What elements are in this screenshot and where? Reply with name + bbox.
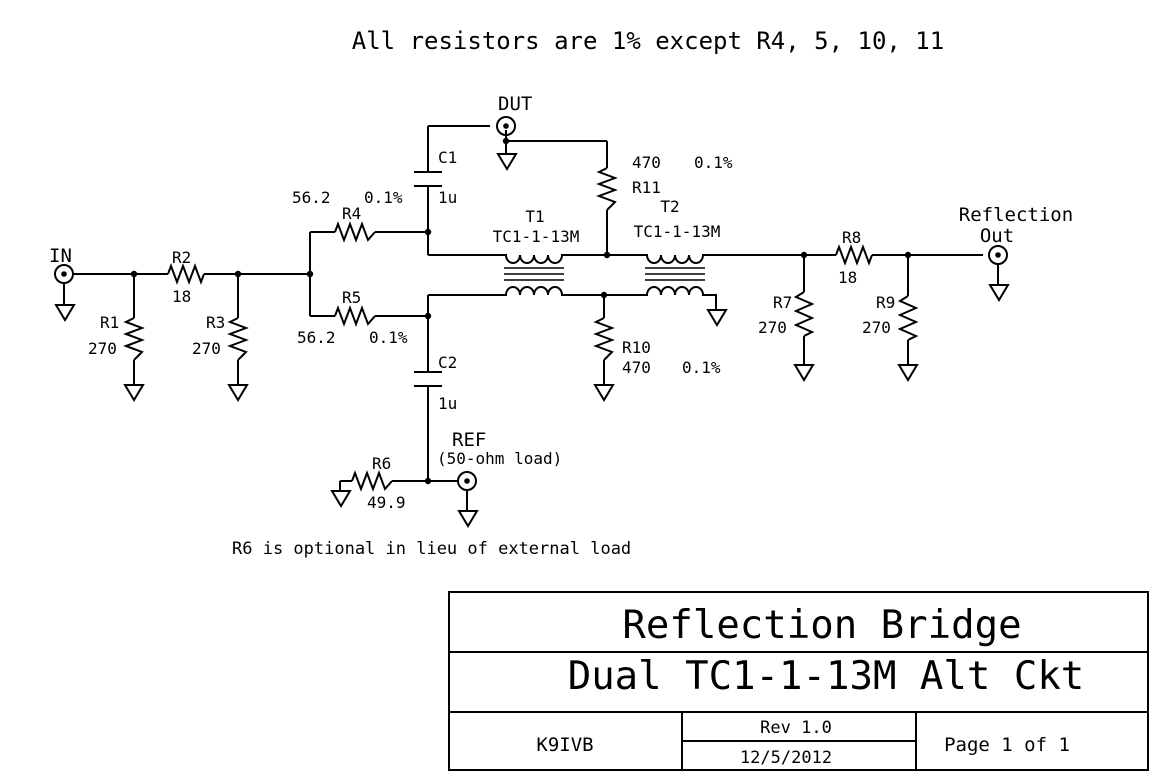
r4-tol: 0.1%: [364, 188, 403, 207]
r9-value: 270: [862, 318, 891, 337]
r7-value: 270: [758, 318, 787, 337]
title-block-rev: Rev 1.0: [760, 718, 832, 738]
r5-symbol: [334, 305, 376, 327]
r10-ref: R10: [622, 338, 651, 357]
r11-symbol: [596, 167, 618, 211]
ref-connector-icon: [457, 471, 477, 491]
r10-value: 470: [622, 358, 651, 377]
c2-ref: C2: [438, 353, 457, 372]
ground-icon: [228, 384, 248, 401]
r1-value: 270: [88, 339, 117, 358]
ground-icon: [458, 510, 478, 527]
ground-icon: [794, 364, 814, 381]
dut-label: DUT: [498, 93, 532, 115]
r1-ref: R1: [100, 313, 119, 332]
r8-symbol: [835, 244, 873, 266]
ground-icon: [989, 284, 1009, 301]
ground-icon: [898, 364, 918, 381]
r4-symbol: [334, 221, 376, 243]
t2-value: TC1-1-13M: [634, 222, 721, 241]
ground-icon: [707, 309, 727, 326]
r8-value: 18: [838, 268, 857, 287]
r7-ref: R7: [773, 293, 792, 312]
in-label: IN: [49, 245, 72, 267]
note-top: All resistors are 1% except R4, 5, 10, 1…: [352, 27, 944, 55]
r4-value: 56.2: [292, 188, 331, 207]
ground-icon: [594, 384, 614, 401]
r6-value: 49.9: [367, 493, 406, 512]
r9-ref: R9: [876, 293, 895, 312]
ground-icon: [124, 384, 144, 401]
r1-symbol: [123, 317, 145, 361]
t1-ref: T1: [525, 207, 544, 226]
r11-ref: R11: [632, 178, 661, 197]
r6-symbol: [351, 470, 393, 492]
title-block-date: 12/5/2012: [740, 748, 832, 768]
title-block-page: Page 1 of 1: [944, 734, 1070, 756]
note-bottom: R6 is optional in lieu of external load: [232, 539, 631, 559]
r2-symbol: [167, 263, 205, 285]
c1-value: 1u: [438, 188, 457, 207]
r3-symbol: [227, 317, 249, 361]
title-block-title: Reflection Bridge: [622, 603, 1021, 648]
r11-tol: 0.1%: [694, 153, 733, 172]
c1-ref: C1: [438, 148, 457, 167]
c2-symbol: [414, 371, 442, 387]
c2-value: 1u: [438, 394, 457, 413]
r8-ref: R8: [842, 228, 861, 247]
r3-ref: R3: [206, 313, 225, 332]
t2-ref: T2: [660, 197, 679, 216]
t2-symbol: [645, 254, 706, 296]
in-connector-icon: [54, 264, 74, 284]
c1-symbol: [414, 171, 442, 187]
ground-icon: [55, 304, 75, 321]
title-block-author: K9IVB: [536, 734, 593, 756]
title-block: Reflection Bridge Dual TC1-1-13M Alt Ckt…: [448, 591, 1149, 771]
r4-ref: R4: [342, 204, 361, 223]
r5-value: 56.2: [297, 328, 336, 347]
wires: [63, 125, 999, 510]
capacitors: [414, 171, 442, 387]
ref-label: REF: [452, 429, 486, 451]
ground-icon: [497, 153, 517, 170]
r2-ref: R2: [172, 248, 191, 267]
out-connector-icon: [988, 245, 1008, 265]
out-label-2: Out: [980, 225, 1014, 247]
ground-icon: [331, 490, 351, 507]
t1-value: TC1-1-13M: [493, 227, 580, 246]
r2-value: 18: [172, 287, 191, 306]
r10-symbol: [593, 317, 615, 361]
r11-value: 470: [632, 153, 661, 172]
part-labels: R1 270 R2 18 R3 270 56.2 0.1% R4 R5 56.2…: [88, 148, 895, 512]
r9-symbol: [897, 295, 919, 341]
out-label-1: Reflection: [959, 204, 1073, 226]
r3-value: 270: [192, 339, 221, 358]
ref-sublabel: (50-ohm load): [437, 449, 562, 468]
r6-ref: R6: [372, 454, 391, 473]
resistors: [123, 167, 919, 492]
r5-ref: R5: [342, 288, 361, 307]
t1-symbol: [502, 254, 565, 296]
junctions: [130, 137, 912, 485]
title-block-subtitle: Dual TC1-1-13M Alt Ckt: [568, 654, 1085, 699]
r5-tol: 0.1%: [369, 328, 408, 347]
r10-tol: 0.1%: [682, 358, 721, 377]
r7-symbol: [793, 291, 815, 337]
